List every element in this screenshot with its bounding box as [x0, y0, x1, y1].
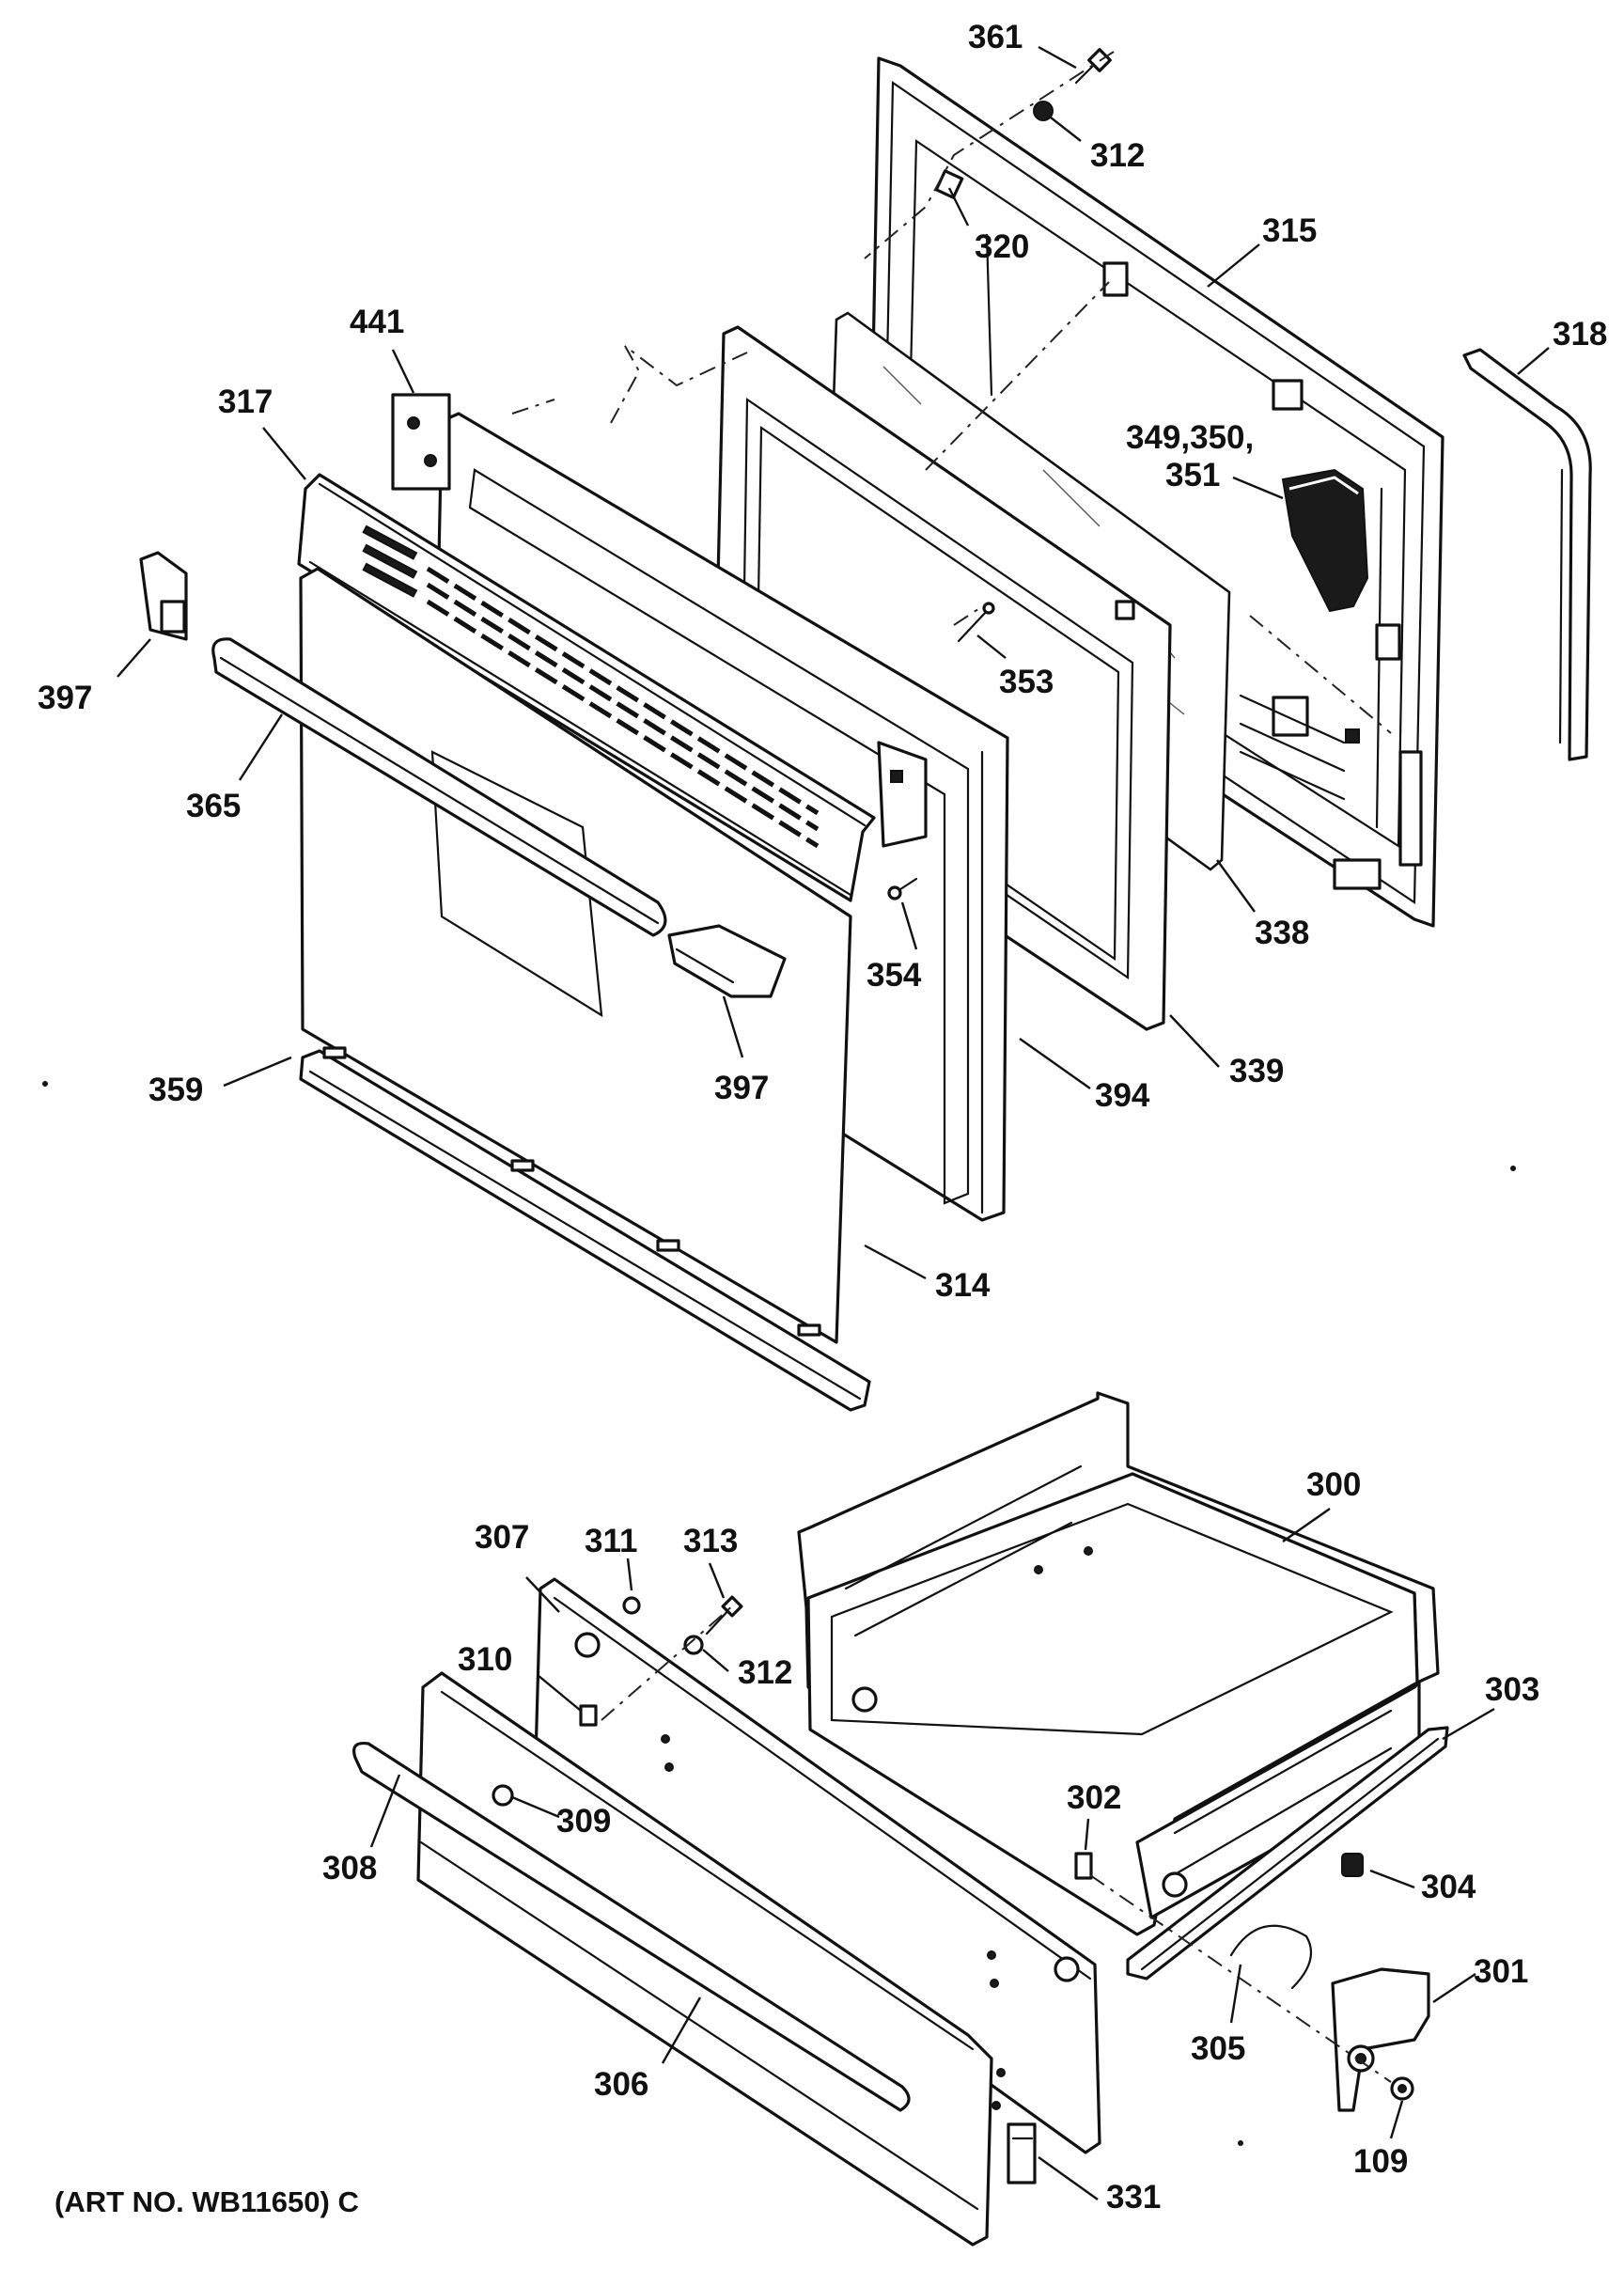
callout-397-left: 397 — [38, 680, 93, 716]
part-109-nut — [1390, 2076, 1414, 2101]
part-302-pin — [1074, 1852, 1093, 1880]
callout-306: 306 — [594, 2066, 649, 2103]
callout-339: 339 — [1229, 1053, 1285, 1089]
part-303-slide-rail — [1126, 1726, 1449, 1981]
alignment-lines-lower — [601, 1605, 1392, 2083]
part-308-drawer-handle — [352, 1741, 911, 2112]
callout-312-lower: 312 — [738, 1654, 793, 1691]
callout-314: 314 — [935, 1267, 991, 1304]
callout-308: 308 — [322, 1850, 378, 1887]
callout-338: 338 — [1255, 915, 1310, 951]
callout-331: 331 — [1106, 2179, 1162, 2216]
callout-305: 305 — [1191, 2030, 1246, 2067]
part-318-trim-strip — [1462, 348, 1592, 761]
callout-301: 301 — [1474, 1953, 1529, 1990]
callout-361: 361 — [968, 19, 1023, 55]
part-331-bracket — [1007, 2122, 1037, 2184]
callout-312-upper: 312 — [1090, 137, 1146, 174]
callout-394: 394 — [1095, 1077, 1150, 1114]
callout-397-mid: 397 — [714, 1070, 770, 1106]
part-313-screw — [705, 1595, 743, 1636]
part-349-insulation — [1281, 468, 1369, 613]
part-354-screw — [887, 877, 918, 900]
part-315-inner-door-liner — [867, 56, 1444, 928]
callout-359: 359 — [148, 1072, 204, 1108]
part-312-washer-lower — [683, 1635, 704, 1655]
callout-349-350: 349,350, — [1126, 419, 1255, 456]
part-397-handle-endcap-right — [667, 924, 787, 998]
callout-353: 353 — [999, 664, 1054, 700]
part-300-drawer-box — [797, 1391, 1440, 1936]
part-310-spacer — [579, 1704, 598, 1727]
part-314-outer-door-panel — [299, 567, 852, 1344]
callout-310: 310 — [458, 1641, 513, 1678]
callout-300: 300 — [1306, 1466, 1362, 1503]
part-353-screw — [957, 602, 995, 643]
callout-303: 303 — [1485, 1671, 1540, 1708]
part-359-bottom-trim — [299, 1046, 871, 1412]
callout-313: 313 — [683, 1523, 739, 1559]
callout-311: 311 — [585, 1523, 638, 1559]
part-397-handle-endcap — [139, 551, 188, 641]
callout-365: 365 — [186, 788, 242, 824]
callout-109: 109 — [1353, 2143, 1409, 2180]
callout-317: 317 — [218, 384, 273, 420]
part-361-screw — [1074, 48, 1112, 85]
callout-304: 304 — [1421, 1869, 1476, 1905]
alignment-lines-upper — [511, 51, 1392, 734]
part-301-bracket — [1331, 1967, 1430, 2112]
part-305-wire-spring — [1229, 1924, 1313, 1990]
art-number: (ART NO. WB11650) C — [55, 2185, 359, 2218]
callout-302: 302 — [1067, 1779, 1122, 1816]
callout-315: 315 — [1262, 212, 1318, 249]
callout-309: 309 — [556, 1803, 612, 1840]
callout-320: 320 — [975, 228, 1030, 265]
callout-318: 318 — [1553, 316, 1608, 352]
callout-354: 354 — [867, 957, 922, 994]
part-312-nut-upper — [1033, 101, 1054, 121]
callout-307: 307 — [475, 1519, 530, 1556]
part-317-vent-trim — [297, 473, 876, 902]
callout-351: 351 — [1165, 457, 1221, 493]
part-311-nut — [622, 1596, 641, 1615]
leader-lines — [117, 45, 1550, 2200]
part-304-roller — [1341, 1853, 1364, 1877]
part-307-inner-drawer-panel — [534, 1577, 1101, 2154]
callout-441: 441 — [350, 304, 405, 340]
part-365-door-handle — [211, 637, 667, 937]
